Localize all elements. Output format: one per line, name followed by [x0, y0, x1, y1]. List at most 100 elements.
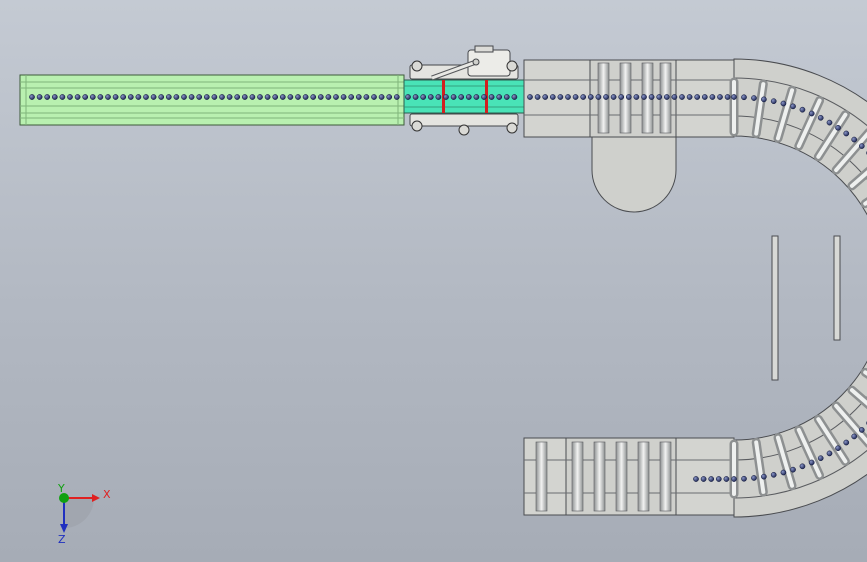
chain-bead	[679, 94, 685, 100]
chain-bead	[693, 476, 699, 482]
chain-bead	[843, 439, 850, 446]
chain-bead	[112, 94, 119, 100]
wheel-icon	[506, 60, 518, 72]
chain-bead	[527, 94, 533, 100]
curve-roller-highlight	[834, 131, 867, 173]
chain-bead	[587, 94, 594, 100]
chain-bead	[234, 94, 241, 100]
chain-bead	[29, 94, 35, 100]
chain-bead	[790, 466, 796, 473]
chain-bead	[333, 94, 339, 100]
chain-bead	[724, 94, 731, 100]
chain-bead	[618, 94, 625, 100]
curve-roller-highlight	[775, 435, 795, 488]
curve-roller-highlight	[754, 440, 766, 494]
chain-bead	[165, 94, 172, 100]
chain-bead	[74, 94, 81, 100]
wheel-icon	[458, 124, 470, 136]
roller	[593, 441, 606, 512]
curve-roller-highlight	[834, 403, 867, 445]
chain-bead	[557, 94, 564, 100]
chain-bead	[663, 94, 670, 100]
chain-bead	[858, 143, 865, 149]
chain-bead	[511, 94, 518, 100]
chain-straight	[29, 94, 400, 100]
straight-conveyor-green[interactable]	[19, 74, 405, 126]
chain-bead	[340, 94, 347, 100]
wheel-icon	[411, 60, 423, 72]
chain-bead	[97, 94, 104, 100]
chain-bead	[808, 459, 815, 466]
chain-bead	[851, 136, 858, 143]
chain-bead	[310, 94, 317, 100]
chain-bead	[603, 94, 609, 100]
x-axis-label: X	[103, 488, 111, 501]
chain-bead	[580, 94, 587, 100]
curve-roller-highlight	[754, 82, 766, 136]
chain-bead	[325, 94, 332, 100]
chain-bead	[279, 94, 286, 100]
chain-bead	[450, 94, 457, 100]
chain-bead	[135, 94, 142, 100]
chain-bead	[120, 94, 127, 100]
chain-bead	[496, 94, 503, 100]
chain-bead	[67, 94, 73, 100]
chain-bead	[826, 119, 833, 126]
chain-bead	[715, 476, 722, 482]
coordinate-triad: X Y Z	[57, 482, 111, 546]
chain-bead	[790, 103, 796, 110]
chain-bead	[211, 94, 218, 100]
chain-bead	[105, 94, 111, 100]
chain-bead	[272, 94, 279, 100]
chain-bead	[89, 94, 96, 100]
chain-bead	[143, 94, 149, 100]
chain-bead	[835, 445, 841, 452]
wheel-icon	[411, 120, 423, 132]
chain-bead	[761, 96, 767, 103]
chain-bead	[393, 94, 400, 100]
chain-bead	[723, 476, 730, 482]
chain-bead	[503, 94, 510, 100]
semicircular-support-plate	[591, 135, 677, 213]
chain-bead	[405, 94, 411, 100]
chain-bead	[219, 94, 225, 100]
chain-bead	[420, 94, 427, 100]
chain-bead	[363, 94, 370, 100]
chain-bead	[851, 433, 858, 440]
chain-bead	[625, 94, 632, 100]
chain-bead	[412, 94, 419, 100]
chain-bead	[843, 130, 850, 137]
curved-roller-conveyor-180[interactable]	[729, 58, 867, 518]
chain-bead	[741, 94, 747, 101]
chain-bead	[378, 94, 385, 100]
chain-bead	[355, 94, 362, 100]
chain-bead	[549, 94, 556, 100]
transfer-cart-unit[interactable]	[403, 45, 527, 136]
curve-roller-highlight	[775, 88, 795, 141]
chain-bead	[371, 94, 377, 100]
curve-roller-highlight	[816, 417, 848, 464]
chain-bead	[701, 94, 708, 100]
y-axis-label: Y	[57, 482, 65, 495]
chain-bead	[386, 94, 393, 100]
chain-bead	[473, 94, 480, 100]
chain-bead	[835, 124, 841, 131]
chain-bead	[542, 94, 549, 100]
chain-bead	[641, 94, 647, 100]
chain-bead	[196, 94, 203, 100]
chain-bead	[770, 471, 777, 478]
chain-bead	[249, 94, 256, 100]
chain-bead	[595, 94, 602, 100]
chain-bead	[295, 94, 301, 100]
chain-bead	[226, 94, 233, 100]
chain-bead	[481, 94, 487, 100]
chain-bead	[317, 94, 324, 100]
chain-bead	[203, 94, 210, 100]
chain-bead	[633, 94, 640, 100]
chain-bead	[708, 476, 715, 482]
chain-bead	[150, 94, 157, 100]
curve-roller-highlight	[849, 388, 867, 406]
chain-bead	[264, 94, 271, 100]
